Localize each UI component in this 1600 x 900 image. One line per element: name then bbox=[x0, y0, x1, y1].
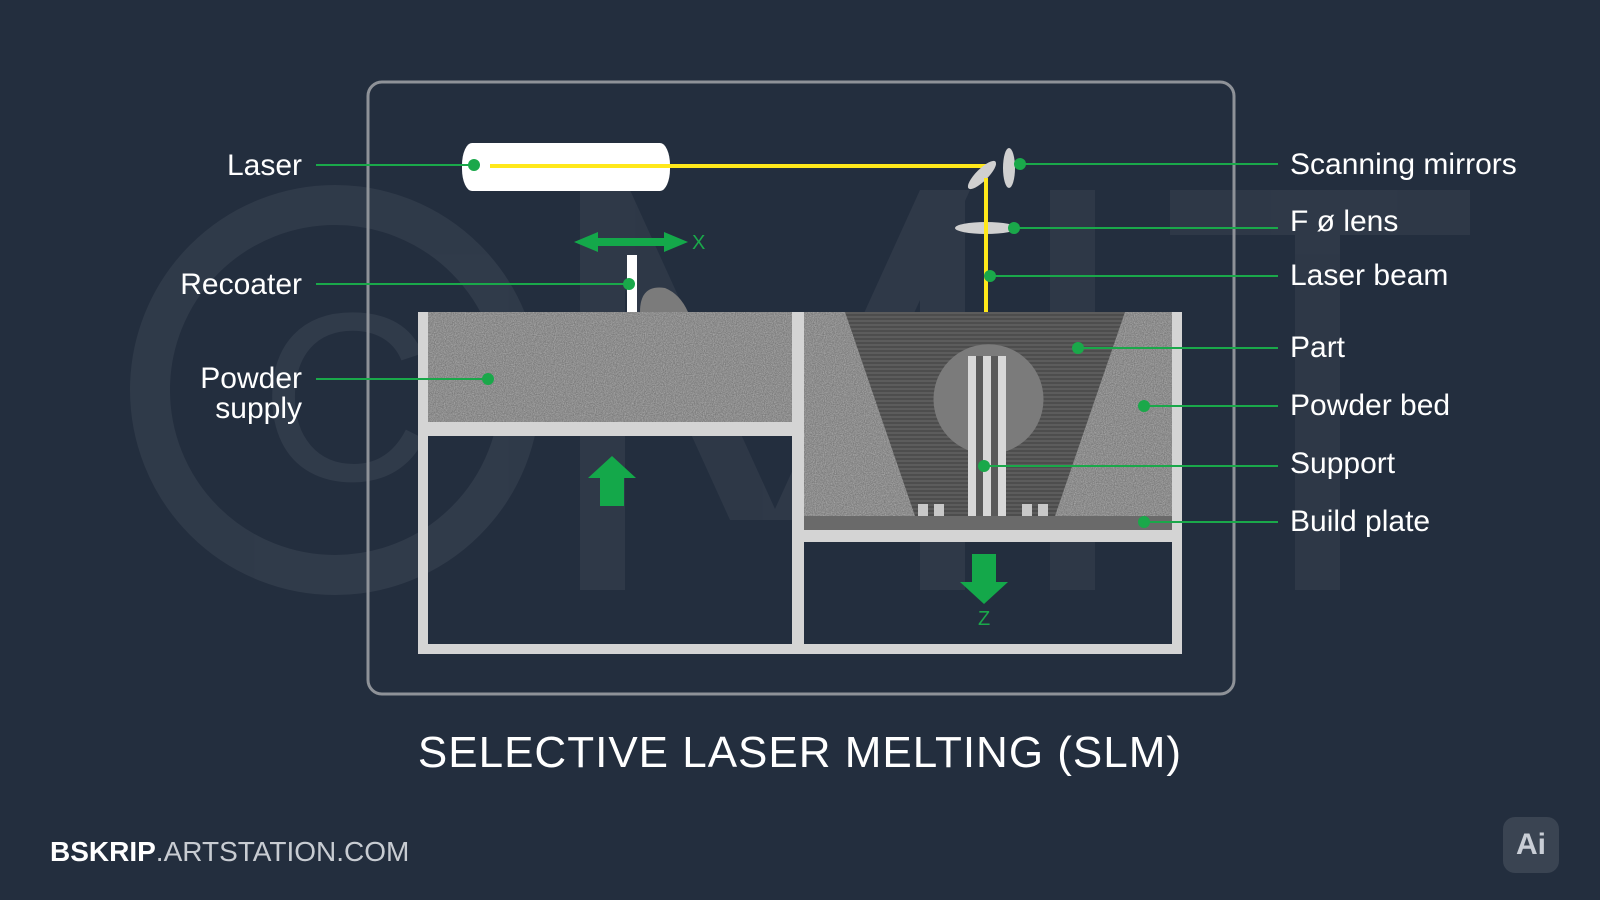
supply-up-arrow bbox=[588, 456, 636, 506]
build-down-arrow bbox=[960, 554, 1008, 604]
label-support: Support bbox=[1290, 447, 1396, 480]
svg-text:C: C bbox=[260, 263, 433, 531]
laser-unit bbox=[462, 143, 988, 191]
label-powder-supply-line2: supply bbox=[215, 392, 302, 425]
label-powder-supply: Powder supply bbox=[200, 364, 302, 424]
label-scanning-mirrors: Scanning mirrors bbox=[1290, 148, 1517, 181]
build-plate bbox=[804, 516, 1172, 530]
credit-link[interactable]: BSKRIP.ARTSTATION.COM bbox=[50, 836, 409, 868]
credit-rest: .ARTSTATION.COM bbox=[155, 836, 410, 867]
machine-enclosure bbox=[366, 80, 1236, 696]
label-recoater: Recoater bbox=[180, 268, 302, 301]
x-axis-arrow bbox=[574, 232, 688, 252]
label-build-plate: Build plate bbox=[1290, 505, 1431, 538]
label-f-theta-lens: F ø lens bbox=[1290, 205, 1399, 238]
support-structure bbox=[918, 344, 1048, 516]
illustrator-ai-icon: Ai bbox=[1503, 817, 1559, 873]
build-chamber bbox=[804, 312, 1172, 604]
machine-walls bbox=[418, 312, 1182, 654]
label-powder-supply-line1: Powder bbox=[200, 362, 302, 395]
label-part: Part bbox=[1290, 331, 1346, 364]
label-laser: Laser bbox=[226, 149, 302, 182]
z-axis-label: Z bbox=[978, 608, 990, 630]
x-axis-label: X bbox=[692, 232, 705, 254]
label-powder-bed: Powder bed bbox=[1290, 389, 1451, 422]
credit-bold: BSKRIP bbox=[50, 836, 156, 867]
diagram-title: SELECTIVE LASER MELTING (SLM) bbox=[417, 728, 1183, 777]
scanning-mirrors bbox=[967, 148, 1015, 190]
build-piston bbox=[804, 530, 1172, 542]
supply-piston bbox=[428, 422, 792, 436]
leader-lines bbox=[316, 158, 1278, 528]
label-laser-beam: Laser beam bbox=[1290, 259, 1449, 292]
powder-supply-chamber bbox=[428, 287, 792, 506]
